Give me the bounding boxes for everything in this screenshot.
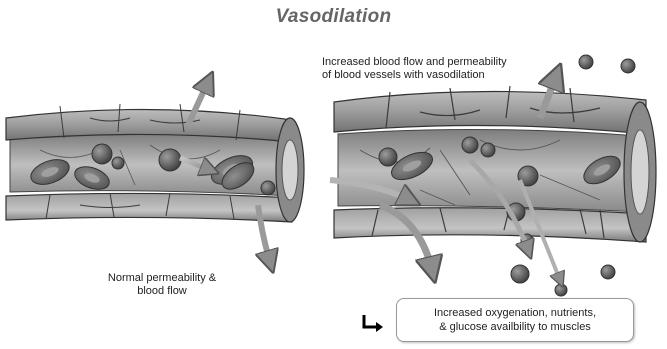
dilated-vessel xyxy=(330,55,656,296)
normal-flow-caption: Normal permeability & blood flow xyxy=(82,272,242,298)
corner-down-right-arrow-icon xyxy=(364,315,383,332)
increased-flow-caption: Increased blood flow and permeability of… xyxy=(322,56,582,82)
normal-vessel xyxy=(6,82,304,262)
outcome-box: Increased oxygenation, nutrients, & gluc… xyxy=(396,298,634,342)
outcome-caption: Increased oxygenation, nutrients, & gluc… xyxy=(397,306,633,334)
